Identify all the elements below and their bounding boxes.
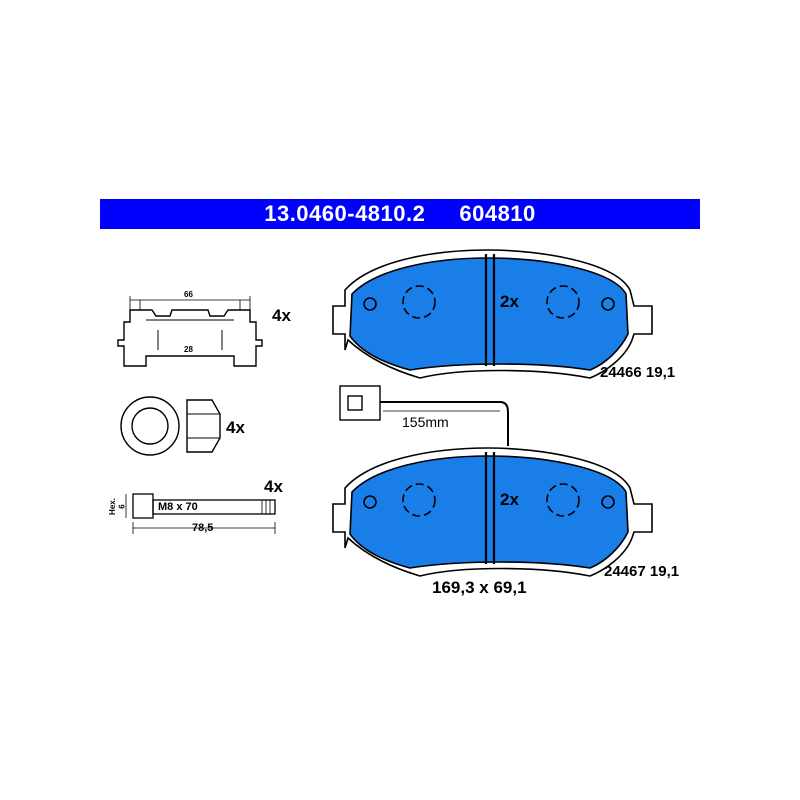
bolt-drawing bbox=[125, 493, 276, 534]
pad-bottom-drawing bbox=[332, 447, 653, 577]
pad-top-drawing bbox=[332, 249, 653, 379]
ref-number: 604810 bbox=[459, 201, 536, 226]
bolt-hex-size: 6 bbox=[117, 504, 127, 509]
pad-bottom-code: 24467 19,1 bbox=[604, 563, 680, 580]
bolt-quantity: 4x bbox=[264, 477, 283, 496]
clip-inner-label: 28 bbox=[184, 345, 193, 354]
wear-sensor-drawing bbox=[339, 385, 509, 446]
pad-top-code: 24466 19,1 bbox=[600, 364, 676, 381]
bushing-drawing bbox=[120, 396, 221, 456]
clip-quantity: 4x bbox=[272, 306, 291, 325]
part-number: 13.0460-4810.2 bbox=[264, 201, 426, 226]
sensor-length-label: 155mm bbox=[402, 414, 449, 430]
header-banner: 13.0460-4810.2 604810 bbox=[100, 199, 700, 229]
bolt-length-label: 78,5 bbox=[192, 522, 214, 534]
pad-bottom-quantity: 2x bbox=[500, 490, 519, 509]
pad-top-quantity: 2x bbox=[500, 292, 519, 311]
pad-dimensions: 169,3 x 69,1 bbox=[432, 578, 527, 597]
clip-width-label: 66 bbox=[184, 290, 193, 299]
bolt-hex-label: Hex. bbox=[107, 498, 117, 515]
bolt-thread-label: M8 x 70 bbox=[158, 501, 198, 513]
bushing-quantity: 4x bbox=[226, 418, 245, 437]
clip-drawing bbox=[117, 296, 263, 367]
